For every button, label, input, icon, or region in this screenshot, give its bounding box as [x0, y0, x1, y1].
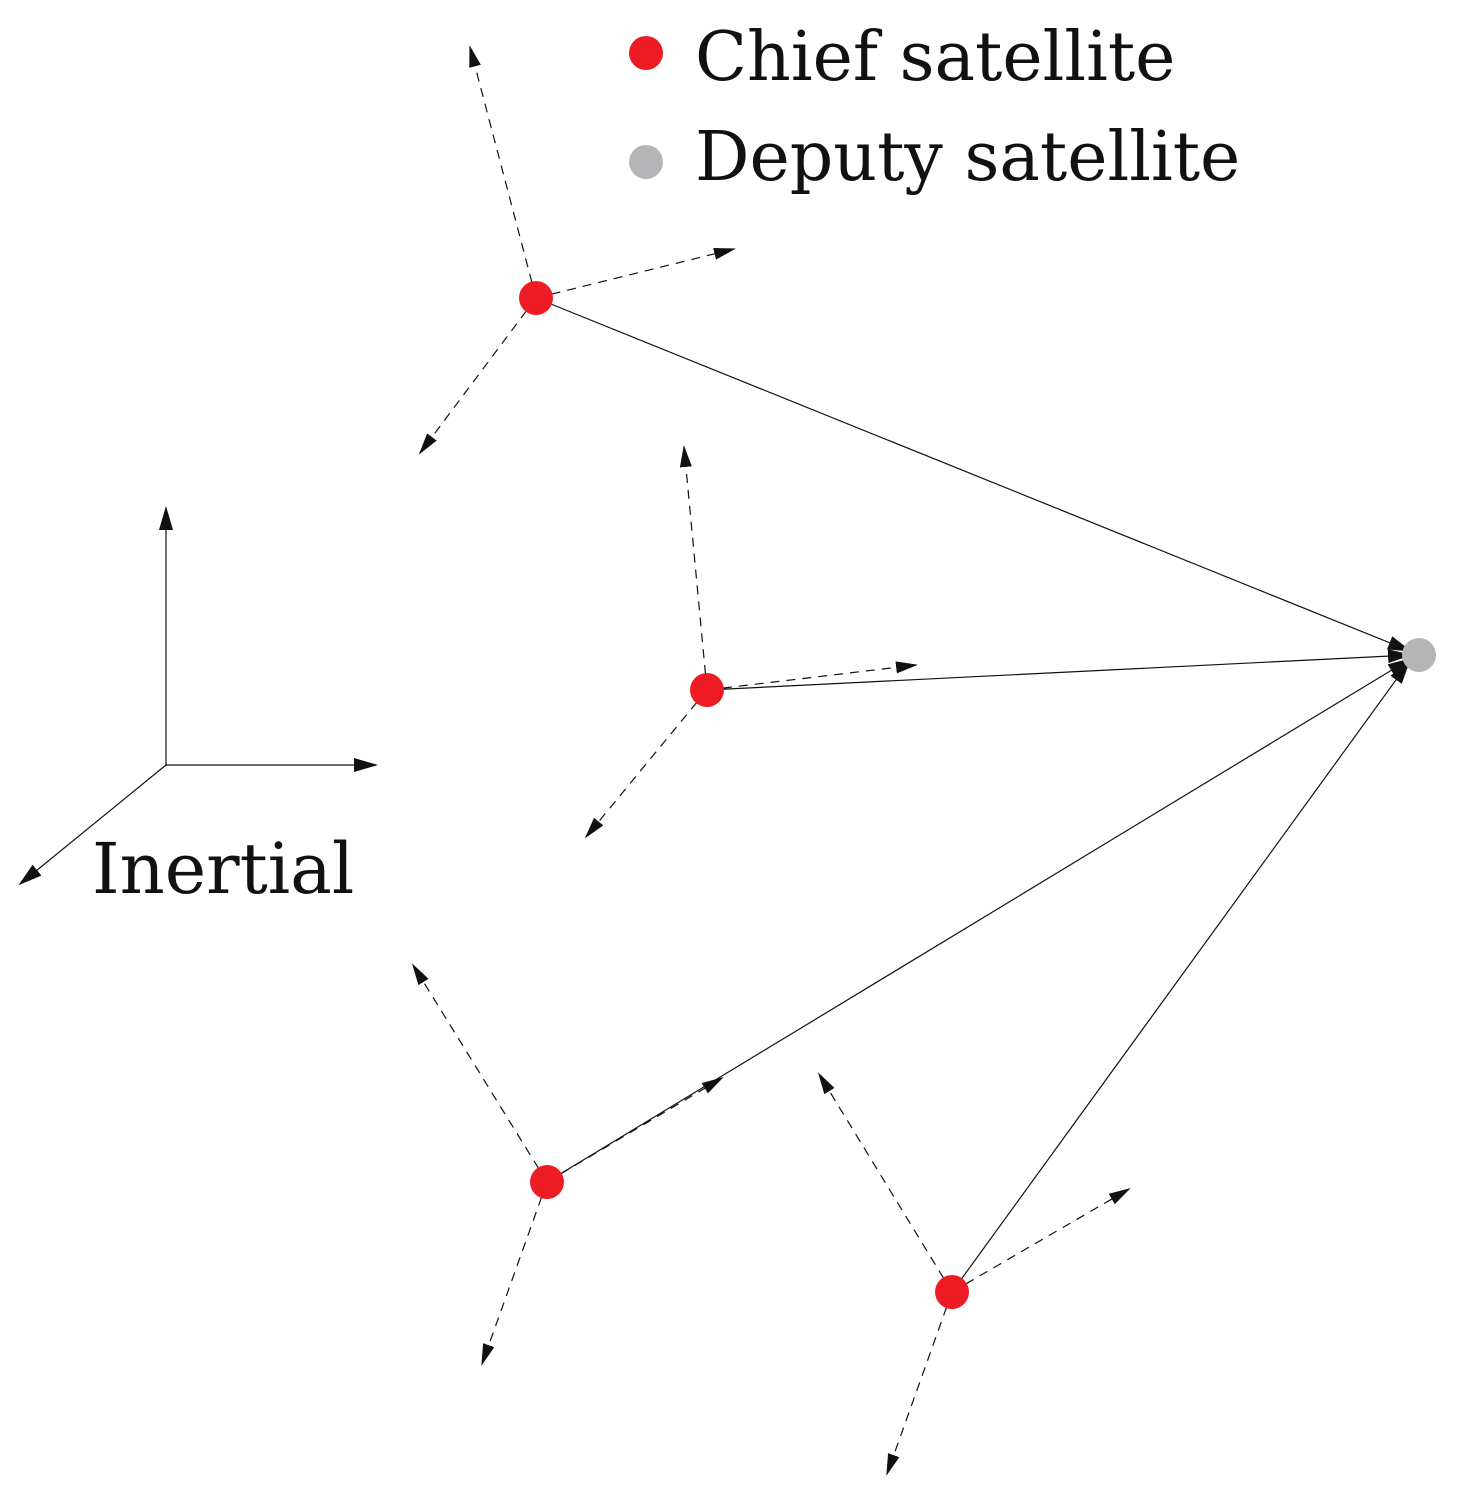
chief-1-axis-a	[469, 45, 537, 299]
inertial-frame: Inertial	[18, 506, 378, 910]
relative-vector-chief-1	[535, 297, 1412, 652]
chief-satellite-3	[530, 1165, 564, 1199]
legend-chief-marker	[629, 36, 663, 70]
relative-vector-chief-3	[546, 657, 1412, 1183]
chief-4-axis-a	[817, 1072, 953, 1293]
inertial-frame-label: Inertial	[92, 828, 354, 910]
chief-3-axis-a	[411, 963, 548, 1183]
chief-satellite-4	[935, 1275, 969, 1309]
chief-1-axis-b	[535, 247, 736, 299]
chief-2-axis-c	[584, 689, 708, 839]
chief-2-axis-a	[679, 445, 708, 691]
legend-chief-label: Chief satellite	[695, 18, 1175, 97]
chief-1-axis-c	[418, 297, 537, 455]
deputy-satellite	[1402, 638, 1436, 672]
inertial-axis-out	[18, 764, 167, 886]
chief-4-frame	[817, 1072, 1131, 1476]
chief-1-frame	[418, 45, 736, 455]
chief-3-frame	[411, 963, 724, 1366]
legend: Chief satellite Deputy satellite	[629, 18, 1240, 197]
chief-4-axis-c	[886, 1291, 953, 1476]
chief-satellite-2	[690, 673, 724, 707]
relative-position-vectors	[535, 297, 1412, 1293]
legend-deputy-marker	[629, 145, 663, 179]
relative-vector-chief-2	[706, 649, 1412, 691]
relative-vector-chief-4	[951, 660, 1411, 1293]
satellites	[519, 281, 1436, 1309]
chief-4-axis-b	[951, 1187, 1131, 1293]
chief-2-axis-b	[706, 661, 918, 691]
legend-deputy-label: Deputy satellite	[695, 118, 1240, 197]
chief-2-frame	[584, 445, 918, 839]
chief-3-axis-c	[481, 1181, 548, 1366]
chief-satellite-1	[519, 281, 553, 315]
